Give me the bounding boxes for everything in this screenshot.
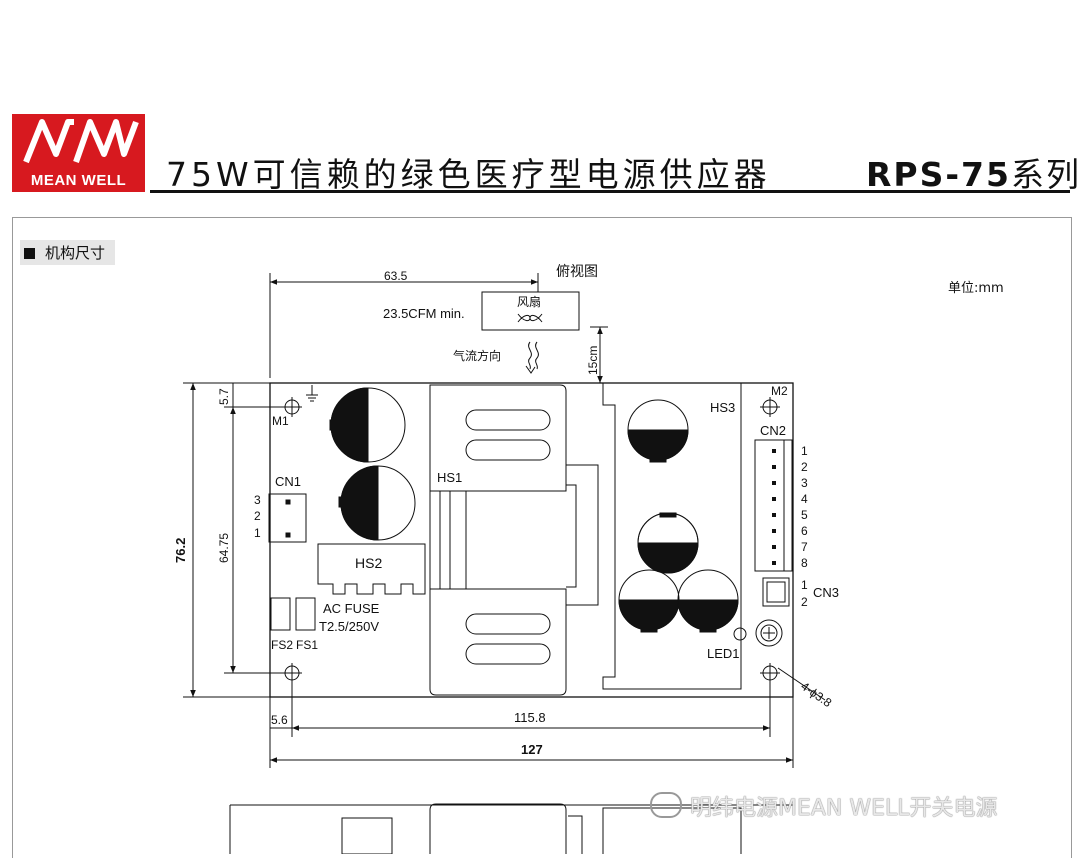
mounting-hole-m1 — [282, 397, 302, 417]
capacitor-top-left — [329, 387, 406, 463]
cn3-pin-label: 2 — [801, 595, 808, 609]
dim-top-text: 63.5 — [384, 269, 408, 283]
capacitor-hs3-mid — [637, 512, 699, 574]
cn2-pin-label: 8 — [801, 556, 808, 570]
label-hs2: HS2 — [355, 555, 382, 571]
cn2-pins — [772, 449, 776, 565]
label-fuse-rating: T2.5/250V — [319, 619, 379, 634]
watermark-text: 明纬电源MEAN WELL开关电源 — [690, 796, 998, 821]
cn2-pin-label: 1 — [801, 444, 808, 458]
capacitor-hs3-bl — [618, 569, 680, 633]
airflow-arrow-1 — [528, 341, 532, 370]
content-frame — [12, 217, 1072, 858]
cn3-connector — [762, 577, 790, 607]
view-label: 俯视图 — [556, 264, 598, 280]
cn2-pin-label: 5 — [801, 508, 808, 522]
label-m2: M2 — [771, 384, 788, 398]
airflow-arrow-2 — [535, 341, 539, 370]
potentiometer-icon — [755, 619, 783, 647]
mounting-hole-br — [760, 663, 780, 683]
label-fs2: FS2 — [271, 638, 293, 652]
dim-127-text: 127 — [521, 742, 543, 757]
watermark: 明纬电源MEAN WELL开关电源 — [650, 790, 998, 822]
cn3-pin-label: 1 — [801, 578, 808, 592]
label-hs1: HS1 — [437, 470, 462, 485]
section-heading: 机构尺寸 — [20, 240, 116, 265]
label-led1: LED1 — [707, 646, 740, 661]
fuse-fs2 — [270, 597, 291, 631]
cn1-connector — [268, 493, 307, 543]
cn3-housing — [766, 581, 786, 603]
section-label: 机构尺寸 — [45, 244, 106, 262]
cn2-pin-label: 6 — [801, 524, 808, 538]
label-cn2: CN2 — [760, 423, 786, 438]
label-hs3: HS3 — [710, 400, 735, 415]
dim-76-text: 76.2 — [173, 538, 188, 563]
mean-well-logo: MEAN WELL — [12, 114, 145, 192]
label-ac-fuse: AC FUSE — [323, 601, 380, 616]
hole-spec-text: 4-ϕ3.8 — [798, 679, 834, 710]
ground-icon — [306, 385, 318, 402]
side-view-hs2 — [341, 817, 393, 854]
hs2-heatsink — [317, 543, 426, 595]
side-view-bracket — [568, 815, 583, 854]
dim-5-7-text: 5.7 — [217, 388, 231, 405]
mounting-hole-bl — [282, 663, 302, 683]
cn2-pin-label: 2 — [801, 460, 808, 474]
cn1-pin — [285, 499, 291, 505]
logo-text: MEAN WELL — [30, 172, 127, 189]
cn1-pin-label: 1 — [254, 526, 261, 540]
series-model: RPS-75 — [866, 155, 1011, 194]
dim-5-6-text: 5.6 — [271, 713, 288, 727]
capacitor-hs3-top — [627, 399, 689, 463]
airflow-label: 气流方向 — [453, 348, 501, 363]
page-title: 75W可信赖的绿色医疗型电源供应器 — [166, 155, 771, 194]
cn1-pin-label: 3 — [254, 493, 261, 507]
led1-indicator — [733, 627, 747, 641]
capacitor-mid-left — [338, 465, 416, 541]
unit-label: 单位:mm — [948, 281, 1004, 296]
fan-label: 风扇 — [517, 294, 541, 309]
hs1-heatsink — [429, 384, 599, 696]
title-rule — [150, 190, 1070, 193]
hole-leader-line — [777, 667, 826, 701]
pcb-outline — [269, 382, 794, 698]
fan-icon — [517, 313, 543, 323]
cn2-pin-label: 7 — [801, 540, 808, 554]
cn2-pin-label: 3 — [801, 476, 808, 490]
label-cn1: CN1 — [275, 474, 301, 489]
fan-spec: 23.5CFM min. — [383, 306, 465, 321]
fan-box — [481, 291, 580, 331]
square-bullet-icon — [24, 248, 35, 259]
label-cn3: CN3 — [813, 585, 839, 600]
series-title: RPS-75系列 — [866, 148, 1080, 196]
hs3-heatsink — [602, 382, 742, 690]
series-suffix: 系列 — [1010, 155, 1080, 194]
cn2-pin-label: 4 — [801, 492, 808, 506]
cn1-pin — [285, 532, 291, 538]
cn2-connector — [754, 439, 793, 572]
label-m1: M1 — [272, 414, 289, 428]
mounting-hole-m2 — [760, 397, 780, 417]
fan-distance-text: 15cm — [586, 346, 600, 375]
capacitor-hs3-br — [677, 569, 739, 633]
fuse-fs1 — [295, 597, 316, 631]
dim-64-text: 64.75 — [217, 533, 231, 563]
airflow-arrow-head — [525, 365, 536, 374]
cn1-pin-label: 2 — [254, 509, 261, 523]
mw-logo-icon — [23, 119, 139, 164]
wechat-icon — [650, 792, 682, 818]
dim-115-text: 115.8 — [514, 710, 546, 725]
side-view-hs1 — [429, 803, 567, 854]
label-fs1: FS1 — [296, 638, 318, 652]
